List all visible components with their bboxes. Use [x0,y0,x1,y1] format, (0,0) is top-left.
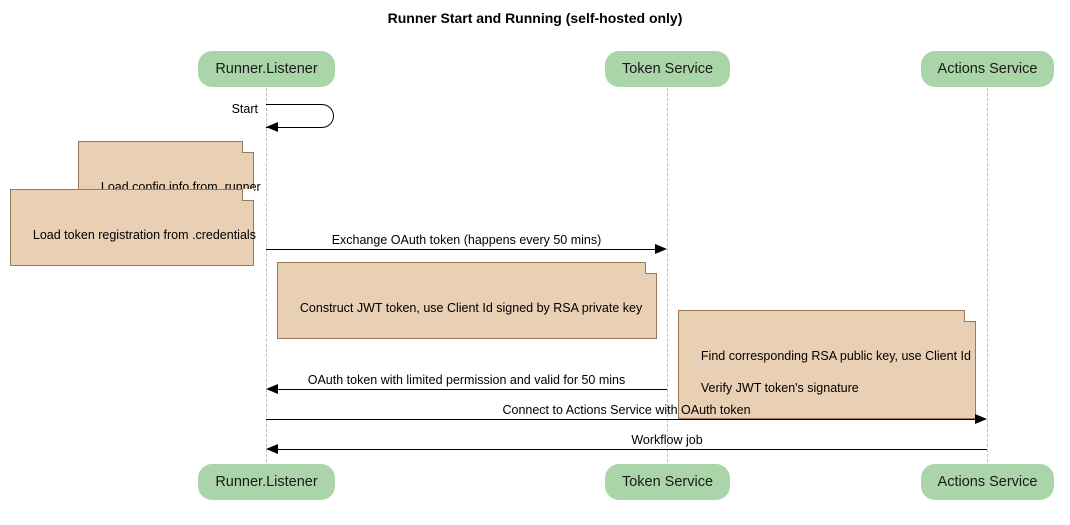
message-label-start: Start [231,102,258,116]
arrow-head-start [266,122,278,132]
note-fold-corner-icon [242,141,254,153]
note-text: Load token registration from .credential… [32,228,256,242]
self-message-loop-start [266,104,334,128]
diagram-title: Runner Start and Running (self-hosted on… [387,10,683,26]
note-fold-corner-icon [242,189,254,201]
message-label-connect-actions-service: Connect to Actions Service with OAuth to… [502,403,751,417]
arrow-head-exchange-oauth-token [655,243,667,254]
arrow-head-oauth-token-returned [266,383,278,394]
message-line-workflow-job [278,449,987,450]
note-fold-corner-icon [645,262,657,274]
participant-runner-listener-bottom[interactable]: Runner.Listener [198,464,335,500]
participant-actions-service-top[interactable]: Actions Service [921,51,1054,87]
lifeline-runner-listener [266,88,267,462]
lifeline-token-service [667,88,668,462]
arrow-head-connect-actions-service [975,413,987,424]
message-line-connect-actions-service [266,419,975,420]
note-find-rsa-public-key: Find corresponding RSA public key, use C… [678,310,976,419]
note-text-line-2: Verify JWT token's signature [700,381,859,395]
note-text: Construct JWT token, use Client Id signe… [299,301,643,315]
note-fold-corner-icon [964,310,976,322]
note-text-line-1: Find corresponding RSA public key, use C… [700,349,971,363]
message-line-oauth-token-returned [278,389,667,390]
participant-runner-listener-top[interactable]: Runner.Listener [198,51,335,87]
participant-actions-service-bottom[interactable]: Actions Service [921,464,1054,500]
participant-token-service-bottom[interactable]: Token Service [605,464,730,500]
arrow-head-workflow-job [266,443,278,454]
message-label-oauth-token-returned: OAuth token with limited permission and … [307,373,626,387]
note-construct-jwt-token: Construct JWT token, use Client Id signe… [277,262,657,339]
lifeline-actions-service [987,88,988,462]
message-label-workflow-job: Workflow job [631,433,703,447]
message-line-exchange-oauth-token [266,249,655,250]
participant-token-service-top[interactable]: Token Service [605,51,730,87]
message-label-exchange-oauth-token: Exchange OAuth token (happens every 50 m… [331,233,602,247]
note-load-token-registration: Load token registration from .credential… [10,189,256,266]
